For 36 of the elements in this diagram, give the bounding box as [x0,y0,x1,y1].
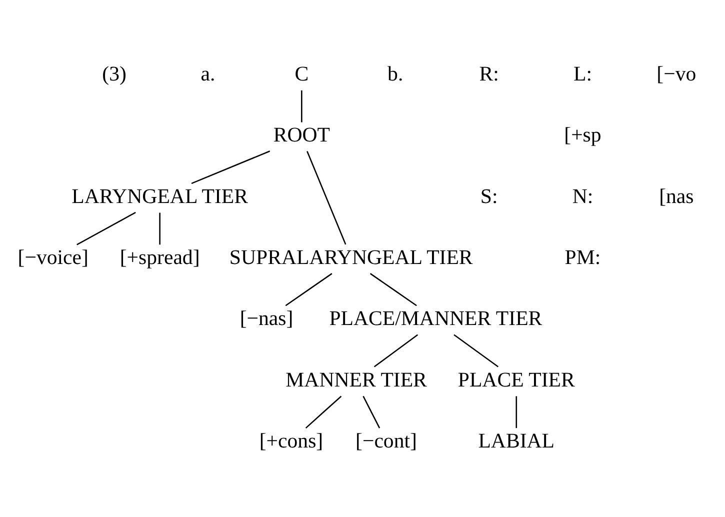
connector [159,212,160,244]
connector [370,272,417,306]
node-text: SUPRALARYNGEAL TIER [229,244,473,268]
connector [362,395,380,428]
node-text: LABIAL [478,428,555,452]
label: [−vo [656,60,696,85]
label: (3) [102,60,126,85]
connector [306,150,346,244]
label: a. [200,60,216,85]
node-text: MANNER TIER [286,366,427,391]
label: R: [479,60,499,85]
node-text: [−voice] [18,244,88,268]
label: N: [572,183,594,208]
node-text: [−cont] [356,428,417,452]
node-text: [+cons] [259,428,324,452]
node-text: LARYNGEAL TIER [72,183,248,208]
label: S: [480,183,498,208]
connector [516,396,518,428]
node-text: PLACE/MANNER TIER [329,306,542,330]
connector [191,150,270,184]
label: b. [388,60,404,85]
node-text: ROOT [273,122,330,146]
connector [285,272,332,306]
label: [nas [659,183,694,208]
node-text: [+spread] [120,244,200,268]
label: [+sp [564,122,602,146]
connector [76,211,136,245]
node-text: C [294,60,309,85]
node-text: PLACE TIER [458,366,575,391]
label: PM: [564,244,601,268]
connector [305,395,342,428]
label: L: [573,60,592,85]
connector [374,334,418,367]
connector [301,90,302,122]
connector [454,334,499,367]
node-text: [−nas] [240,306,294,330]
